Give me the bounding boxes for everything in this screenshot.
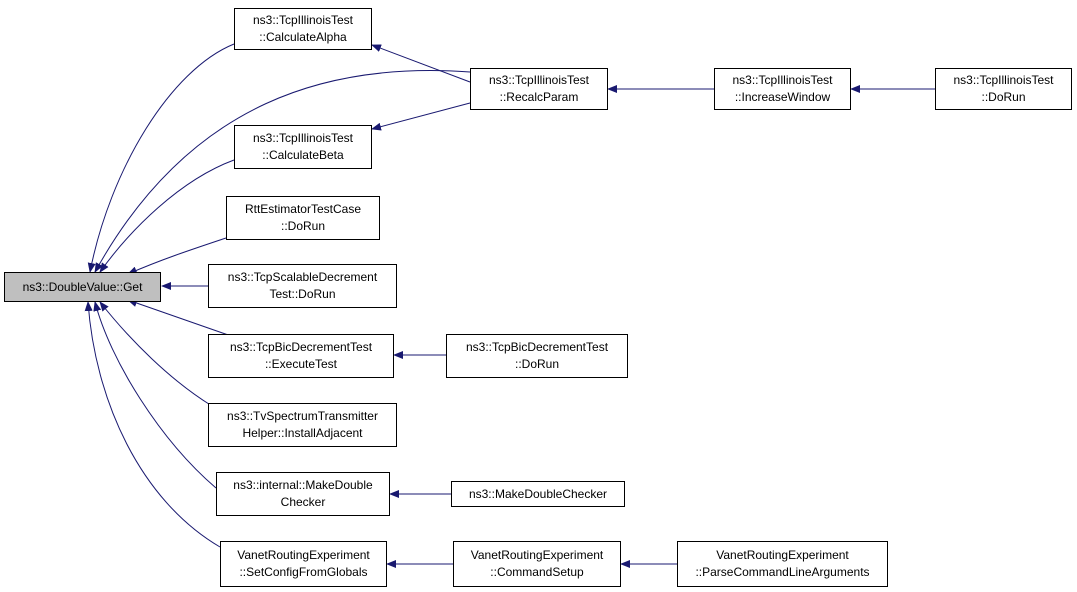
- edge-tv-install-to-root: [99, 301, 213, 407]
- node-label-line: VanetRoutingExperiment: [237, 548, 370, 562]
- node-tv-spectrum-install-adjacent[interactable]: ns3::TvSpectrumTransmitter Helper::Insta…: [208, 403, 397, 447]
- node-label-line: ns3::internal::MakeDouble: [233, 478, 373, 492]
- node-label-line: ::CommandSetup: [490, 565, 584, 579]
- node-label-line: ::SetConfigFromGlobals: [239, 565, 368, 579]
- node-tcp-bic-dorun[interactable]: ns3::TcpBicDecrementTest ::DoRun: [446, 334, 628, 378]
- node-label-line: VanetRoutingExperiment: [470, 548, 604, 562]
- node-double-value-get: ns3::DoubleValue::Get: [4, 272, 161, 302]
- node-label-line: VanetRoutingExperiment: [716, 548, 849, 562]
- node-label-line: RttEstimatorTestCase: [244, 202, 362, 216]
- edge-calc-beta-to-root: [99, 159, 235, 273]
- node-label-line: ns3::MakeDoubleChecker: [468, 486, 608, 501]
- node-illinois-dorun[interactable]: ns3::TcpIllinoisTest ::DoRun: [935, 68, 1072, 110]
- node-calculate-beta[interactable]: ns3::TcpIllinoisTest ::CalculateBeta: [234, 125, 372, 169]
- node-label-line: ns3::TcpIllinoisTest: [252, 13, 354, 27]
- node-label-line: ns3::DoubleValue::Get: [22, 279, 143, 294]
- edge-bic-execute-to-root: [127, 299, 235, 338]
- node-label-line: Helper::InstallAdjacent: [242, 426, 363, 440]
- node-vanet-parse-command-line-arguments[interactable]: VanetRoutingExperiment ::ParseCommandLin…: [677, 541, 888, 587]
- edge-internal-checker-to-root: [93, 301, 217, 489]
- node-calculate-alpha[interactable]: ns3::TcpIllinoisTest ::CalculateAlpha: [234, 8, 372, 50]
- node-label-line: ns3::TcpBicDecrementTest: [229, 340, 373, 354]
- node-label-line: ns3::TcpIllinoisTest: [953, 73, 1054, 87]
- node-label-line: ns3::TcpScalableDecrement: [227, 270, 378, 284]
- node-label-line: ::DoRun: [514, 357, 560, 371]
- edge-rtt-dorun-to-root: [127, 237, 227, 275]
- edge-calc-alpha-to-root: [87, 43, 235, 273]
- node-label-line: ::DoRun: [280, 219, 326, 233]
- node-tcp-scalable-dorun[interactable]: ns3::TcpScalableDecrement Test::DoRun: [208, 264, 397, 308]
- edge-recalc-to-calc-alpha: [371, 44, 471, 83]
- edge-recalc-param-to-root: [94, 70, 471, 273]
- node-tcp-bic-execute-test[interactable]: ns3::TcpBicDecrementTest ::ExecuteTest: [208, 334, 394, 378]
- node-rtt-estimator-dorun[interactable]: RttEstimatorTestCase ::DoRun: [226, 196, 380, 240]
- node-recalc-param[interactable]: ns3::TcpIllinoisTest ::RecalcParam: [470, 68, 608, 110]
- edge-vanet-setconfig-to-root: [84, 301, 221, 548]
- node-label-line: ::DoRun: [981, 90, 1026, 104]
- node-label-line: ::RecalcParam: [499, 90, 579, 104]
- node-label-line: ns3::TcpIllinoisTest: [252, 131, 354, 145]
- node-vanet-set-config-from-globals[interactable]: VanetRoutingExperiment ::SetConfigFromGl…: [220, 541, 387, 587]
- node-label-line: Test::DoRun: [269, 287, 336, 301]
- node-label-line: ::IncreaseWindow: [734, 90, 831, 104]
- node-label-line: ::CalculateAlpha: [259, 30, 347, 44]
- node-label-line: ::CalculateBeta: [262, 148, 344, 162]
- node-label-line: ns3::TcpBicDecrementTest: [465, 340, 609, 354]
- node-label-line: ns3::TcpIllinoisTest: [488, 73, 590, 87]
- node-label-line: ::ParseCommandLineArguments: [695, 565, 870, 579]
- node-internal-make-double-checker[interactable]: ns3::internal::MakeDouble Checker: [216, 472, 390, 516]
- node-vanet-command-setup[interactable]: VanetRoutingExperiment ::CommandSetup: [453, 541, 621, 587]
- node-increase-window[interactable]: ns3::TcpIllinoisTest ::IncreaseWindow: [714, 68, 851, 110]
- node-label-line: ::ExecuteTest: [264, 357, 338, 371]
- node-label-line: ns3::TcpIllinoisTest: [732, 73, 833, 87]
- node-label-line: Checker: [280, 495, 326, 509]
- node-label-line: ns3::TvSpectrumTransmitter: [227, 409, 378, 423]
- edge-recalc-to-calc-beta: [371, 102, 471, 131]
- node-make-double-checker[interactable]: ns3::MakeDoubleChecker: [451, 481, 625, 507]
